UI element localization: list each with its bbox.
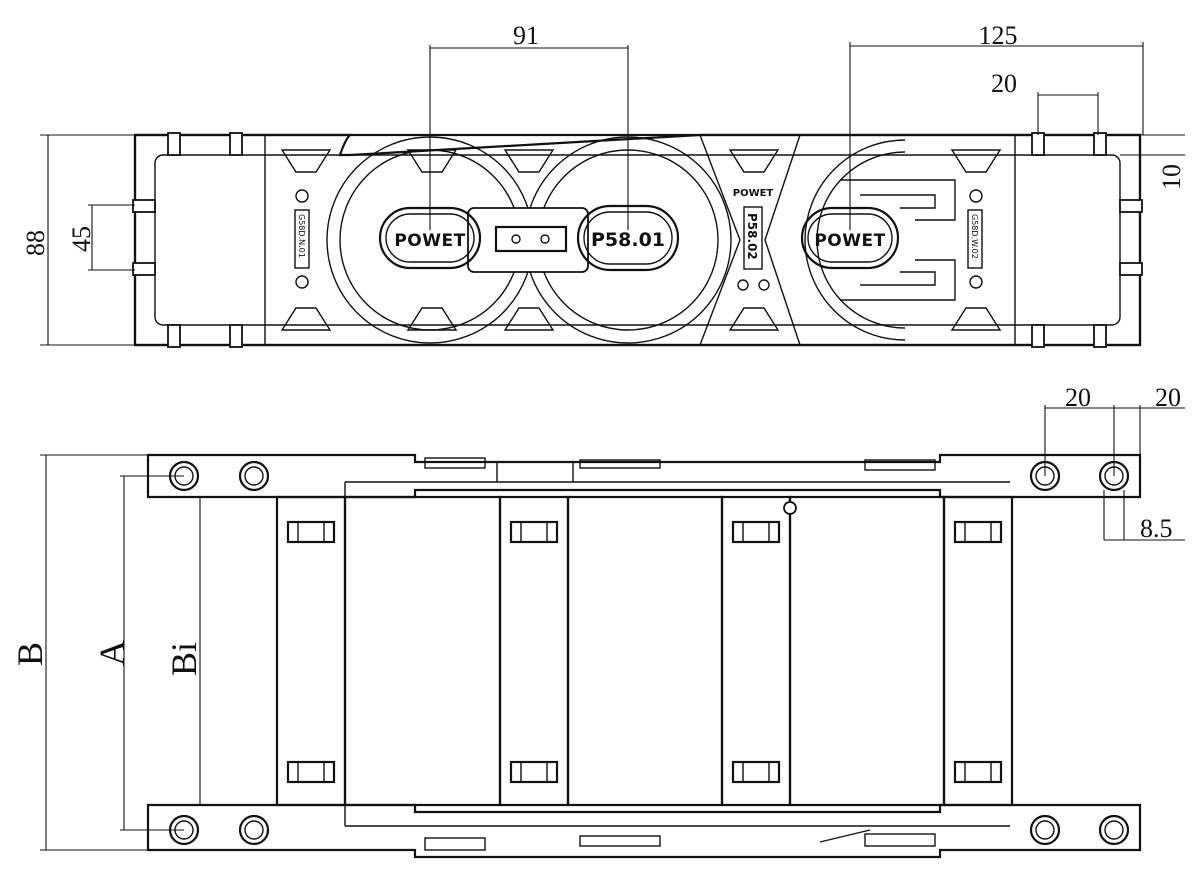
center-divider: POWET P58.02	[699, 134, 801, 346]
dim-end-pitch: 20	[991, 69, 1017, 98]
dim-pitch-left: 91	[513, 21, 539, 50]
rail-holes	[168, 460, 1130, 846]
top-rail	[146, 453, 1142, 499]
brand-right-label: POWET	[814, 231, 885, 251]
top-view: POWET P58.01 G58D.N.01	[21, 21, 1186, 348]
dim-pitch-right: 125	[979, 21, 1018, 50]
dim-hole-edge: 20	[1155, 383, 1181, 412]
top-dimensions: 91 125 20 10 88 45	[21, 21, 1186, 346]
dim-height-total: 88	[21, 230, 50, 256]
model-vertical-label: P58.02	[745, 213, 759, 260]
side-code-left: G58D.N.01	[294, 189, 310, 289]
dim-hole-offset: 8.5	[1140, 514, 1173, 543]
link-body-outer	[133, 133, 1142, 347]
end-tabs	[132, 132, 1143, 348]
triangle-markers	[280, 149, 1002, 331]
dim-Bi: Bi	[164, 642, 204, 676]
center-slot	[494, 225, 568, 253]
crossbars	[275, 495, 1014, 807]
bottom-view: B A Bi 20 20 8.5	[10, 383, 1185, 859]
brand-small-label: POWET	[733, 188, 774, 199]
dim-height-inner: 45	[67, 226, 96, 252]
side-code-right-label: G58D.W.02	[970, 214, 979, 259]
bottom-dimensions: B A Bi 20 20 8.5	[10, 383, 1185, 851]
dim-end-offset: 10	[1157, 164, 1186, 190]
left-pin-ring	[326, 136, 732, 344]
crossbar-clips	[286, 520, 1003, 784]
dim-A: A	[92, 640, 132, 666]
link-body-inner	[154, 154, 1121, 326]
model-center-label: P58.01	[591, 229, 665, 251]
dim-hole-pitch: 20	[1065, 383, 1091, 412]
right-pin-ring	[804, 139, 956, 341]
side-code-right: G58D.W.02	[967, 189, 983, 289]
side-code-left-label: G58D.N.01	[297, 214, 306, 258]
brand-left-label: POWET	[394, 231, 465, 251]
dim-B: B	[10, 642, 50, 666]
bottom-rail	[146, 803, 1142, 859]
